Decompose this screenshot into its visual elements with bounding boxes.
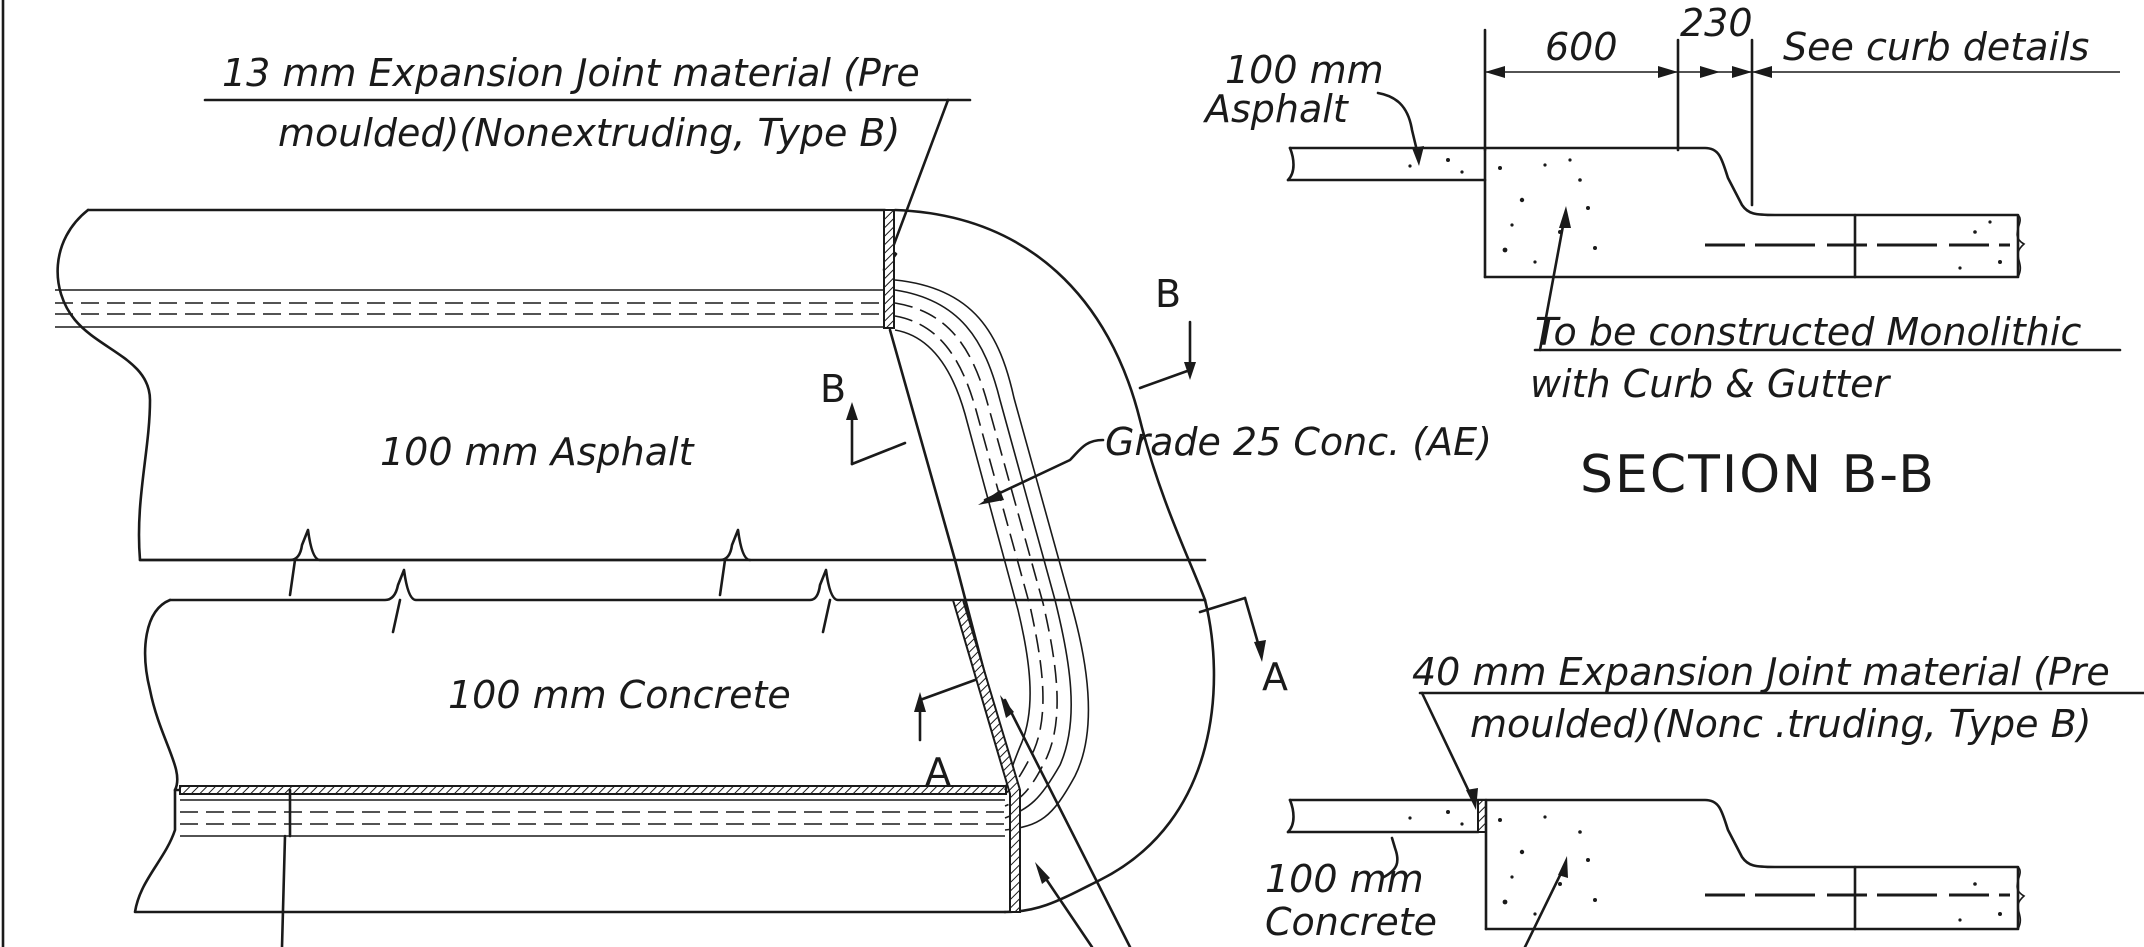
joint40-line1: 40 mm Expansion Joint material (Pre — [1412, 650, 2110, 694]
joint13-line1: 13 mm Expansion Joint material (Pre — [222, 51, 920, 95]
cut-a-left: A — [914, 678, 977, 794]
cut-a-right: A — [1198, 596, 1288, 699]
curb-note: See curb details — [1783, 25, 2089, 69]
section-bb-title: SECTION B-B — [1580, 445, 1936, 505]
curb-return — [888, 208, 1216, 947]
dim-230: 230 — [1680, 1, 1753, 45]
asphalt-slab — [55, 208, 1207, 562]
aa-concrete-line1: 100 mm — [1265, 857, 1424, 901]
concrete-label: 100 mm Concrete — [448, 673, 791, 717]
cut-b-right-letter: B — [1155, 272, 1181, 316]
grade25-callout: Grade 25 Conc. (AE) — [978, 420, 1492, 505]
cut-a-right-letter: A — [1262, 655, 1288, 699]
cut-b-left-letter: B — [820, 367, 846, 411]
aa-concrete-callout: 100 mm Concrete — [1265, 836, 1437, 944]
cut-a-left-letter: A — [925, 750, 951, 794]
bb-mono-line1: To be constructed Monolithic — [1535, 310, 2081, 354]
bb-stipple — [1408, 158, 2002, 270]
joint13-line2: moulded)(Nonextruding, Type B) — [278, 111, 900, 155]
dim-600: 600 — [1545, 25, 1618, 69]
break-marks — [138, 528, 1207, 634]
dimension-chain: 600 230 See curb details — [1483, 1, 2120, 207]
plan-view: 13 mm Expansion Joint material (Pre moul… — [55, 51, 1492, 947]
bb-asphalt-line1: 100 mm — [1225, 48, 1384, 92]
bb-mono-line2: with Curb & Gutter — [1530, 362, 1892, 406]
aa-concrete-line2: Concrete — [1265, 900, 1437, 944]
grade25-label: Grade 25 Conc. (AE) — [1105, 420, 1492, 464]
bb-profile — [1286, 146, 2122, 352]
bb-asphalt-callout: 100 mm Asphalt — [1202, 48, 1424, 166]
joint40-line2: moulded)(Nonc .truding, Type B) — [1470, 702, 2092, 746]
section-aa: 40 mm Expansion Joint material (Pre moul… — [1265, 650, 2144, 947]
cut-b-right: B — [1138, 272, 1196, 390]
joint13-label: 13 mm Expansion Joint material (Pre moul… — [203, 51, 972, 272]
aa-profile — [1286, 798, 2026, 947]
bb-asphalt-line2: Asphalt — [1202, 87, 1350, 131]
section-bb: 600 230 See curb details 100 mm Asphalt — [1202, 1, 2122, 505]
joint40-label: 40 mm Expansion Joint material (Pre moul… — [1412, 650, 2144, 810]
cut-b-left: B — [820, 367, 907, 466]
concrete-slab — [133, 598, 1007, 947]
aa-stipple — [1408, 810, 2002, 922]
asphalt-label: 100 mm Asphalt — [380, 430, 696, 474]
